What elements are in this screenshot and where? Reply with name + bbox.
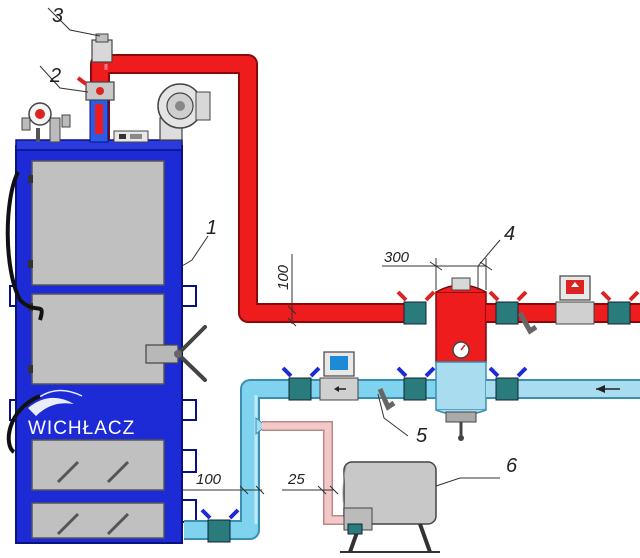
upper-door-hinge-top bbox=[28, 175, 33, 183]
dimension-return-gap: 100 bbox=[196, 471, 222, 488]
ball-valve-icon bbox=[396, 366, 436, 401]
boiler-lower-door bbox=[31, 293, 165, 385]
boiler-lower-cable bbox=[6, 394, 41, 454]
circulation-pump-icon bbox=[555, 275, 595, 325]
safety-valve-group bbox=[76, 33, 115, 101]
callout-number-6: 6 bbox=[506, 455, 518, 477]
lower-door-hinge-bottom bbox=[28, 365, 33, 373]
upper-door-hinge-bottom bbox=[28, 260, 33, 268]
callout-number-4: 4 bbox=[504, 223, 515, 245]
dimension-separator-spacing: 300 bbox=[384, 249, 410, 266]
boiler-power-cable bbox=[5, 171, 44, 321]
brand-logo: WICHŁACZ bbox=[28, 389, 135, 439]
return-strainer bbox=[377, 387, 396, 411]
callout-number-1: 1 bbox=[206, 217, 217, 239]
ball-valve-icon bbox=[396, 290, 436, 325]
ball-valve-icon bbox=[488, 290, 528, 325]
thermomanometer-icon bbox=[21, 102, 71, 143]
dimension-lines bbox=[182, 254, 493, 495]
ash-door-lower bbox=[31, 502, 165, 539]
ball-valve-icon bbox=[281, 366, 321, 401]
boiler-upper-door bbox=[31, 160, 165, 286]
boiler: WICHŁACZ bbox=[5, 130, 207, 544]
circulation-pump-icon bbox=[319, 351, 359, 401]
ash-door-upper bbox=[31, 439, 165, 491]
door-lever-handle bbox=[145, 325, 207, 382]
expansion-pipe bbox=[262, 421, 346, 525]
hydraulic-separator bbox=[435, 277, 487, 441]
ball-valve-icon bbox=[200, 508, 240, 543]
dimension-expansion-line: 25 bbox=[287, 471, 305, 488]
ash-door-upper-latch-1 bbox=[56, 460, 80, 484]
expansion-tank bbox=[340, 461, 440, 553]
callout-number-2: 2 bbox=[49, 65, 61, 87]
callout-number-5: 5 bbox=[416, 425, 428, 447]
blower-fan-icon bbox=[157, 83, 211, 141]
ash-door-lower-latch-2 bbox=[106, 512, 130, 536]
supply-strainer bbox=[517, 311, 538, 335]
ash-door-upper-latch-2 bbox=[106, 460, 130, 484]
brand-name: WICHŁACZ bbox=[28, 418, 135, 439]
return-tee bbox=[255, 416, 267, 436]
dimension-riser-gap: 100 bbox=[275, 264, 292, 290]
return-flow-arrow bbox=[596, 385, 620, 393]
ball-valve-icon bbox=[488, 366, 528, 401]
ball-valve-icon bbox=[600, 290, 640, 325]
callout-number-3: 3 bbox=[52, 5, 63, 27]
ash-door-lower-latch-1 bbox=[56, 512, 80, 536]
